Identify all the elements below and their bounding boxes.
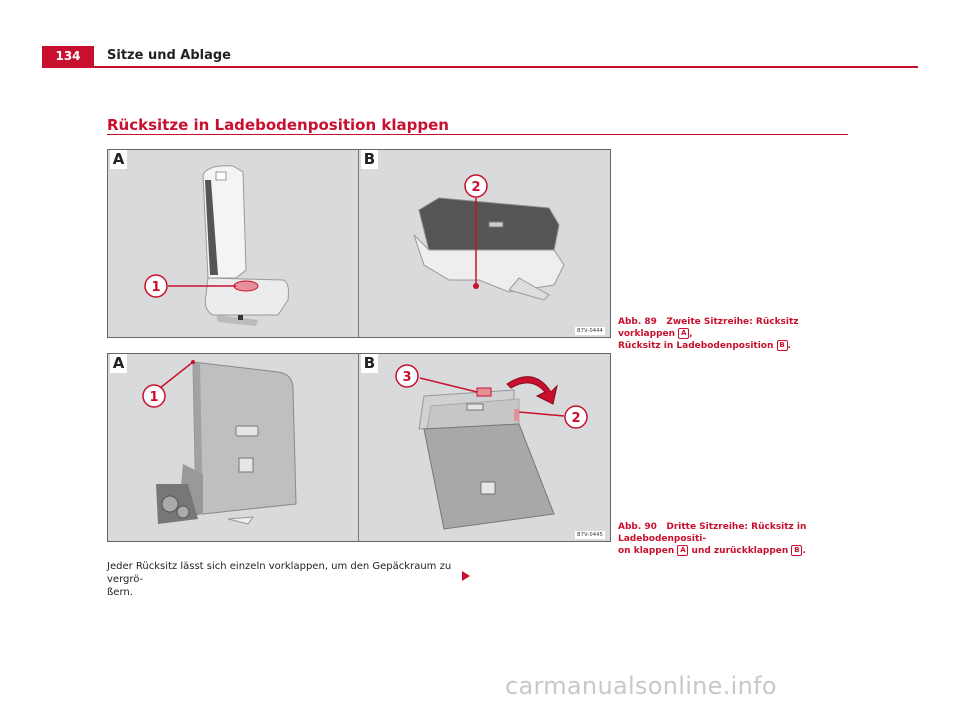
image-code: B7V-0445 — [575, 531, 605, 539]
section-title: Rücksitze in Ladebodenposition klappen — [107, 116, 449, 134]
figure-89-panel-b: 2 B B7V-0444 — [359, 150, 609, 337]
page-number: 134 — [42, 46, 94, 66]
section-rule — [107, 134, 848, 135]
caption-text: . — [788, 341, 791, 351]
figure-90: 1 A 3 2 B B7V-0445 — [107, 353, 611, 542]
figure-90-panel-a: 1 A — [108, 354, 359, 541]
caption-prefix: Abb. 90 — [618, 522, 657, 532]
third-row-seat-upright-illustration: 1 — [108, 354, 358, 541]
figure-89: 1 A 2 B B7V-0444 — [107, 149, 611, 338]
continue-arrow-icon — [462, 571, 470, 581]
caption-text: . — [802, 546, 805, 556]
panel-letter-b: B — [361, 354, 378, 373]
figure-90-caption: Abb. 90 Dritte Sitzreihe: Rücksitz in La… — [618, 521, 848, 557]
caption-text: , — [689, 329, 692, 339]
panel-letter-a: A — [110, 354, 127, 373]
page-header-title: Sitze und Ablage — [107, 48, 231, 63]
caption-prefix: Abb. 89 — [618, 317, 657, 327]
image-code: B7V-0444 — [575, 327, 605, 335]
third-row-seat-folding-illustration: 3 2 — [359, 354, 610, 541]
watermark: carmanualsonline.info — [505, 672, 777, 700]
caption-ref-b: B — [777, 340, 788, 351]
callout-1-label: 1 — [151, 280, 160, 295]
caption-text: Rücksitz in Ladebodenposition — [618, 341, 773, 351]
caption-text: on klappen — [618, 546, 674, 556]
body-line: Jeder Rücksitz lässt sich einzeln vorkla… — [107, 561, 451, 585]
body-line: ßern. — [107, 587, 133, 598]
caption-ref-a: A — [677, 545, 688, 556]
body-paragraph: Jeder Rücksitz lässt sich einzeln vorkla… — [107, 560, 467, 599]
panel-letter-b: B — [361, 150, 378, 169]
figure-89-caption: Abb. 89 Zweite Sitzreihe: Rücksitz vorkl… — [618, 316, 848, 352]
seat-cargo-position-illustration: 2 — [359, 150, 610, 337]
header-rule — [42, 66, 918, 68]
panel-letter-a: A — [110, 150, 127, 169]
callout-3-label: 3 — [402, 370, 411, 385]
callout-1-label: 1 — [149, 390, 158, 405]
callout-2-label: 2 — [471, 180, 480, 195]
caption-ref-b: B — [791, 545, 802, 556]
caption-ref-a: A — [678, 328, 689, 339]
caption-text: und zurückklappen — [692, 546, 789, 556]
callout-2-label: 2 — [571, 411, 580, 426]
figure-90-panel-b: 3 2 B B7V-0445 — [359, 354, 609, 541]
seat-folded-forward-illustration: 1 — [108, 150, 358, 337]
figure-89-panel-a: 1 A — [108, 150, 359, 337]
